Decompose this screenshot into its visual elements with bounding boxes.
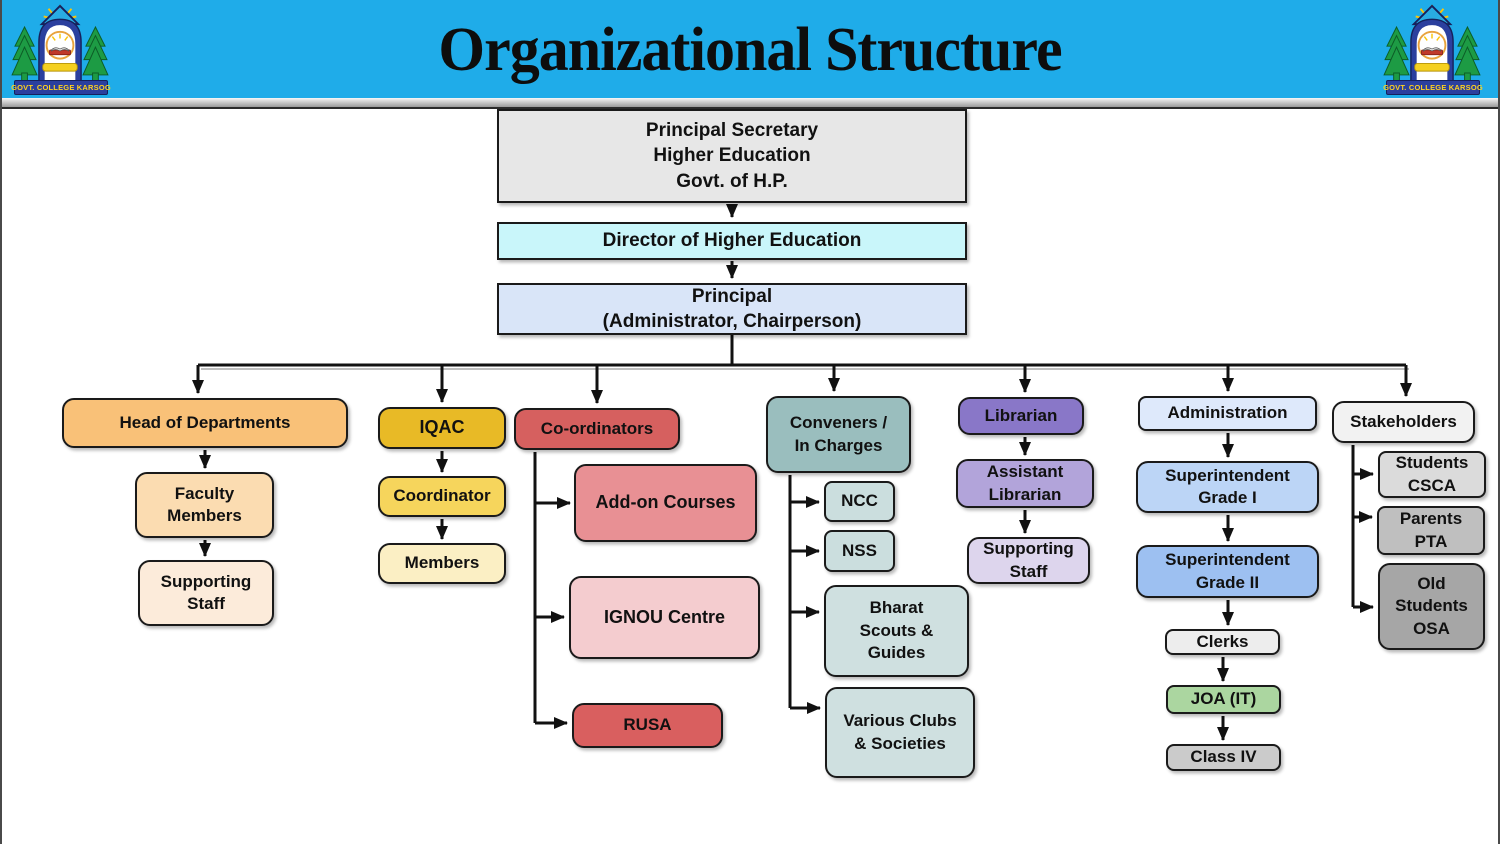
node-bharat-scouts-guides: Bharat Scouts & Guides (824, 585, 969, 677)
college-logo-left: GOVT. COLLEGE KARSOG (10, 4, 111, 96)
node-stakeholders: Stakeholders (1332, 401, 1475, 443)
node-supporting-staff-librarian: Supporting Staff (967, 537, 1090, 584)
node-coordinator: Coordinator (378, 476, 506, 517)
logo-caption: GOVT. COLLEGE KARSOG (1383, 80, 1483, 95)
node-ignou-centre: IGNOU Centre (569, 576, 760, 659)
node-director-higher-education: Director of Higher Education (497, 222, 967, 260)
node-rusa: RUSA (572, 703, 723, 748)
node-ncc: NCC (824, 481, 895, 522)
node-principal: Principal (Administrator, Chairperson) (497, 283, 967, 335)
node-superintendent-grade-1: Superintendent Grade I (1136, 461, 1319, 513)
college-logo-right: GOVT. COLLEGE KARSOG (1382, 4, 1483, 96)
node-joa-it: JOA (IT) (1166, 685, 1281, 714)
node-faculty-members: Faculty Members (135, 472, 274, 538)
node-parents-pta: Parents PTA (1377, 506, 1485, 555)
logo-caption: GOVT. COLLEGE KARSOG (11, 80, 111, 95)
node-members: Members (378, 543, 506, 584)
node-administration: Administration (1138, 396, 1317, 431)
node-librarian: Librarian (958, 397, 1084, 435)
node-class-iv: Class IV (1166, 744, 1281, 771)
college-emblem-icon (1383, 4, 1481, 88)
node-students-csca: Students CSCA (1378, 451, 1486, 498)
node-various-clubs-societies: Various Clubs & Societies (825, 687, 975, 778)
node-iqac: IQAC (378, 407, 506, 449)
header-banner: Organizational Structure (2, 0, 1498, 98)
node-clerks: Clerks (1165, 629, 1280, 655)
banner-divider (2, 98, 1498, 109)
college-emblem-icon (11, 4, 109, 88)
node-addon-courses: Add-on Courses (574, 464, 757, 542)
node-head-of-departments: Head of Departments (62, 398, 348, 448)
node-assistant-librarian: Assistant Librarian (956, 459, 1094, 508)
node-old-students-osa: Old Students OSA (1378, 563, 1485, 650)
node-principal-secretary: Principal Secretary Higher Education Gov… (497, 109, 967, 203)
node-coordinators: Co-ordinators (514, 408, 680, 450)
node-superintendent-grade-2: Superintendent Grade II (1136, 545, 1319, 598)
node-nss: NSS (824, 530, 895, 572)
page-title: Organizational Structure (438, 14, 1062, 84)
node-conveners-in-charges: Conveners / In Charges (766, 396, 911, 473)
node-supporting-staff-hod: Supporting Staff (138, 560, 274, 626)
